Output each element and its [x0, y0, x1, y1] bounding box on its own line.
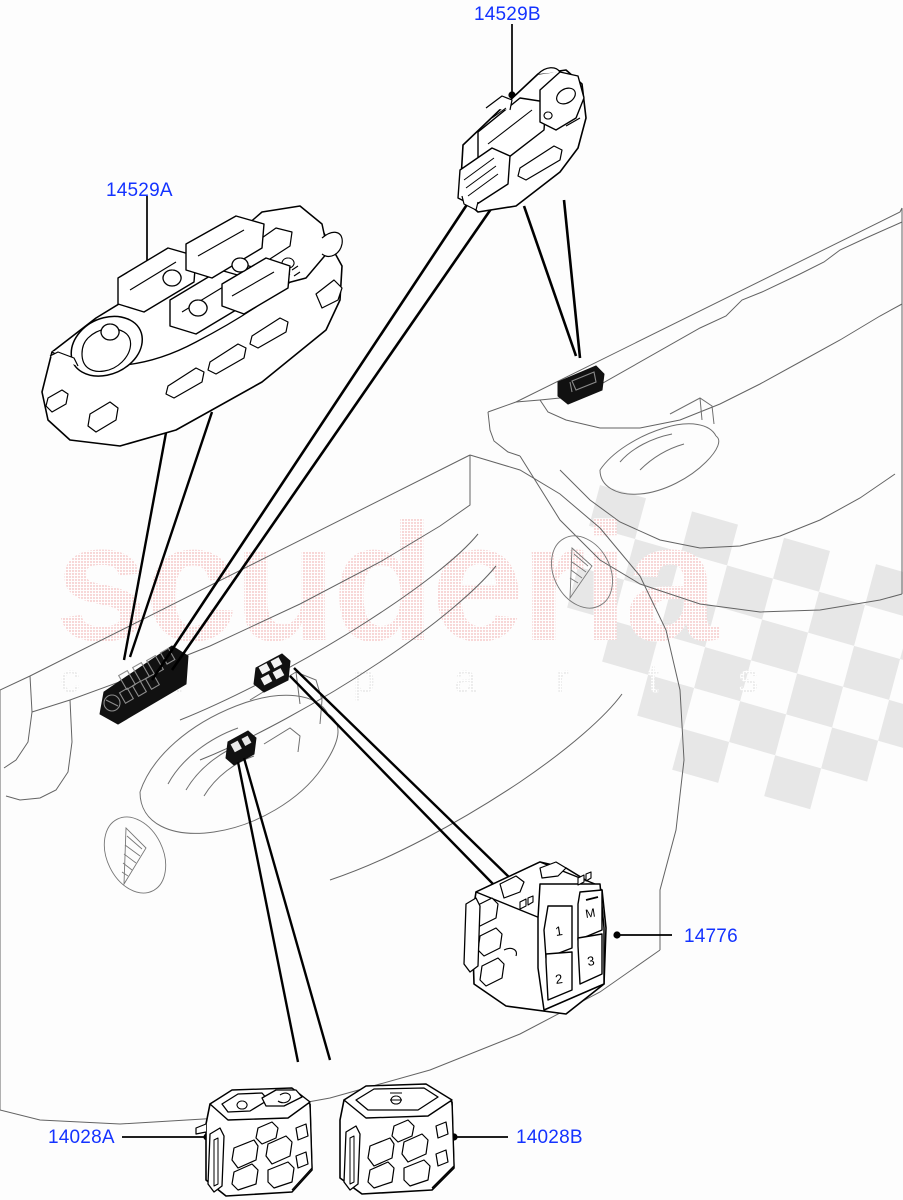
- callout-label-14028B[interactable]: 14028B: [516, 1127, 583, 1148]
- memory-switch-installed[interactable]: [253, 653, 291, 693]
- leader-lines: [122, 24, 672, 1141]
- part-14529A-master-window-switch-pack[interactable]: [41, 205, 343, 447]
- master-switch-installed[interactable]: [99, 645, 189, 725]
- leader-14028-2: [242, 757, 332, 1061]
- part-14028B-mirror-switch[interactable]: [339, 1083, 455, 1195]
- front-door-speaker-grille: [103, 816, 167, 894]
- leader-14529A-to-panel-1: [122, 421, 170, 661]
- rear-door-speaker-grille: [551, 535, 613, 609]
- leader-14529B-to-panel-1: [150, 199, 472, 681]
- rear-door-handle-recess: [599, 397, 720, 495]
- callout-label-14776[interactable]: 14776: [684, 926, 738, 947]
- memory-button-3-label: 3: [586, 953, 595, 969]
- callout-label-14529B[interactable]: 14529B: [474, 4, 541, 25]
- callout-label-14529A[interactable]: 14529A: [106, 180, 173, 201]
- leader-14529B-to-rear-2: [562, 199, 582, 359]
- leader-14776-2: [293, 667, 511, 879]
- memory-button-M-label: M: [584, 906, 596, 921]
- memory-button-2-label: 2: [554, 971, 563, 987]
- callout-label-14028A[interactable]: 14028A: [48, 1127, 115, 1148]
- rear-window-switch-installed[interactable]: [557, 365, 605, 405]
- leader-14028-1: [236, 761, 300, 1063]
- leader-14776-1: [289, 675, 495, 886]
- leader-14529A-to-panel-2: [128, 411, 214, 658]
- part-14028A-mirror-switch[interactable]: [195, 1087, 313, 1197]
- leader-14529B-to-rear-1: [522, 205, 578, 357]
- part-14529B-single-window-switch[interactable]: [457, 67, 587, 213]
- part-14776-seat-memory-switch[interactable]: 1 2 M 3: [463, 861, 607, 1015]
- leader-14529B-to-panel-2: [170, 195, 502, 671]
- memory-button-1-label: 1: [554, 923, 563, 939]
- mirror-switch-installed[interactable]: [225, 730, 257, 766]
